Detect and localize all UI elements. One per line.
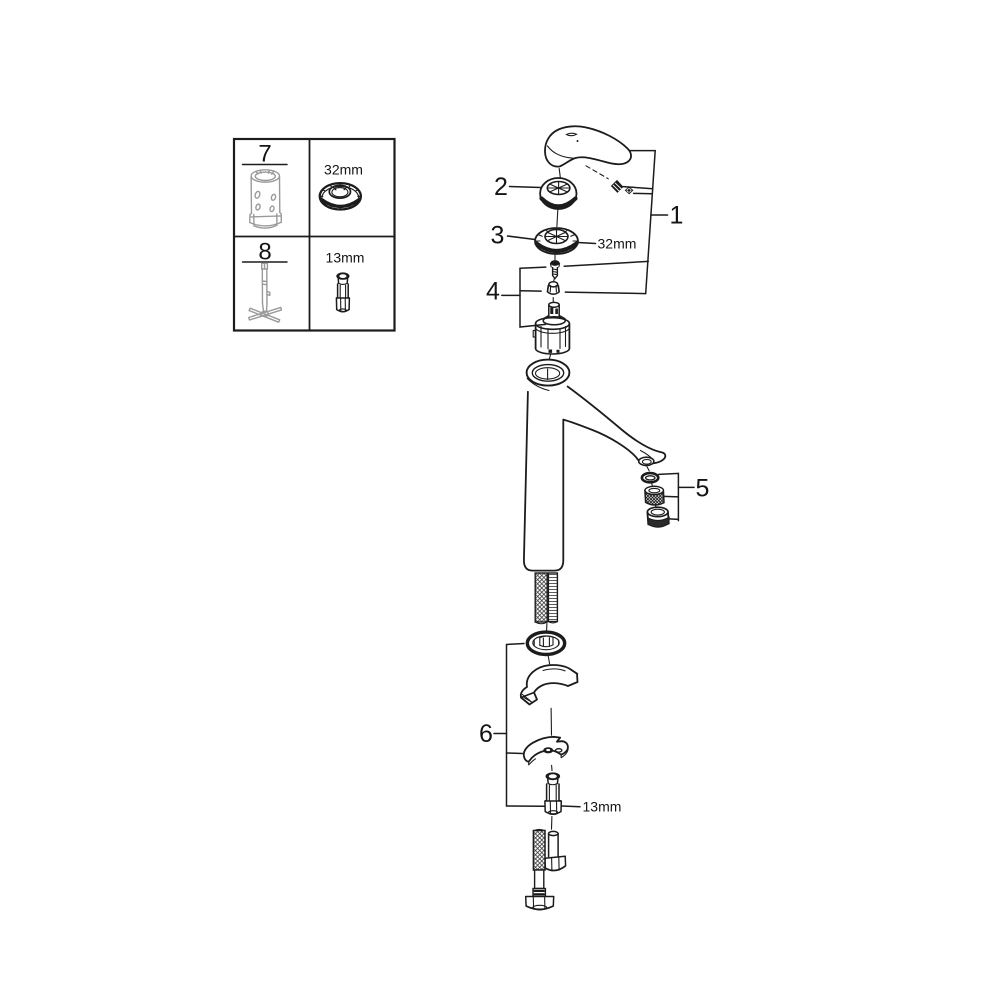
legend-cell-tool-8: 8 bbox=[241, 239, 288, 323]
ceramic-cartridge-drawing bbox=[532, 301, 571, 355]
callout-4-bracket bbox=[501, 260, 650, 328]
legend-ring-32mm-drawing bbox=[318, 181, 363, 211]
lever-handle-drawing bbox=[544, 125, 632, 168]
axis-connector-lines bbox=[546, 165, 658, 830]
callout-5-label: 5 bbox=[696, 475, 710, 503]
supply-hoses-drawing bbox=[524, 828, 567, 911]
socket-size-label: 13mm bbox=[583, 799, 622, 815]
t-handle-wrench-drawing bbox=[248, 262, 283, 323]
callout-5-bracket bbox=[657, 472, 695, 522]
callout-6-label: 6 bbox=[479, 720, 493, 748]
right-supply-tube bbox=[544, 830, 567, 872]
socket-size-leader-line bbox=[561, 805, 581, 808]
left-supply-hose bbox=[524, 828, 555, 911]
handle-screw-nut-drawing bbox=[624, 186, 634, 195]
cartridge-screw-drawing bbox=[549, 260, 561, 280]
hose-and-threaded-rod-stub-drawing bbox=[534, 572, 559, 625]
escutcheon-ring-drawing bbox=[539, 177, 578, 210]
callout-2-leader-line bbox=[508, 185, 542, 189]
callout-1-bracket bbox=[622, 149, 669, 295]
callout-4-label: 4 bbox=[486, 278, 500, 306]
mounting-ring-drawing bbox=[534, 227, 579, 255]
aerator-mesh-insert-drawing bbox=[644, 485, 665, 506]
legend-box: 7 32mm bbox=[232, 137, 396, 332]
handle-screw-axis-dashed-line bbox=[585, 165, 609, 180]
mounting-wedge-drawing bbox=[519, 664, 579, 706]
callout-3-leader-line bbox=[506, 235, 536, 241]
exploded-view: 1 2 3 32mm bbox=[479, 125, 710, 911]
legend-cell-tool-7: 7 bbox=[241, 141, 288, 229]
legend-item-8-size-label: 13mm bbox=[326, 250, 365, 266]
ring-size-label: 32mm bbox=[598, 236, 637, 252]
callout-3-label: 3 bbox=[491, 222, 505, 250]
legend-cell-socket-13mm: 13mm bbox=[326, 250, 365, 313]
cartridge-socket-tool-drawing bbox=[249, 169, 282, 229]
mounting-socket-drawing bbox=[544, 772, 563, 816]
dome-nut-drawing bbox=[546, 280, 560, 295]
oring-gasket-drawing bbox=[525, 630, 567, 657]
faucet-body-drawing bbox=[523, 358, 667, 572]
legend-item-7-number: 7 bbox=[258, 141, 271, 168]
legend-item-7-size-label: 32mm bbox=[324, 162, 363, 178]
callout-6-bracket bbox=[493, 642, 546, 808]
handle-screw-drawing bbox=[610, 179, 624, 193]
ring-size-leader-line bbox=[577, 241, 597, 245]
aerator-housing-drawing bbox=[646, 506, 670, 528]
callout-2-label: 2 bbox=[494, 173, 508, 201]
legend-cell-ring-32mm: 32mm bbox=[318, 162, 363, 211]
legend-socket-13mm-drawing bbox=[335, 272, 351, 313]
horseshoe-washer-drawing bbox=[522, 735, 569, 766]
legend-item-8-number: 8 bbox=[258, 239, 271, 266]
aerator-washer-drawing bbox=[640, 471, 660, 484]
callout-1-label: 1 bbox=[670, 202, 684, 230]
